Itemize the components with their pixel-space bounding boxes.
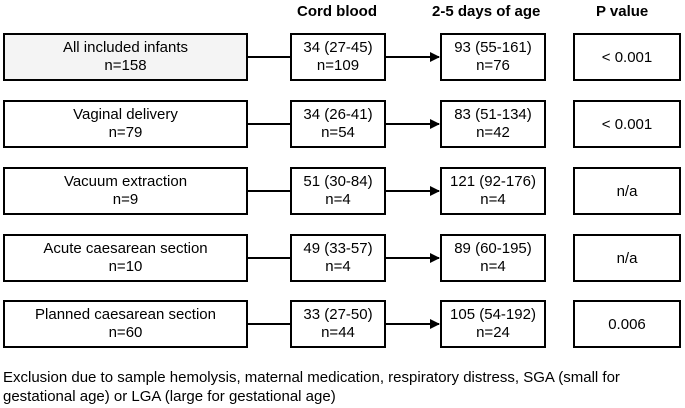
group-label: All included infants: [62, 39, 189, 56]
p-value-box: < 0.001: [573, 33, 681, 81]
cord-blood-box: 51 (30-84)n=4: [290, 167, 386, 215]
cord-blood-value: 49 (33-57): [303, 240, 373, 257]
p-value-box: 0.006: [573, 300, 681, 348]
group-label: Acute caesarean section: [43, 240, 208, 257]
group-count: n=9: [112, 191, 139, 208]
p-value-box: n/a: [573, 234, 681, 282]
days-of-age-box: 89 (60-195)n=4: [440, 234, 546, 282]
group-label: Planned caesarean section: [35, 306, 216, 323]
cord-blood-count: n=109: [316, 57, 360, 74]
group-count: n=60: [108, 324, 143, 341]
cord-blood-box: 34 (26-41)n=54: [290, 100, 386, 148]
days-of-age-box: 121 (92-176)n=4: [440, 167, 546, 215]
cord-blood-value: 51 (30-84): [303, 173, 373, 190]
p-value: n/a: [616, 249, 638, 267]
p-value-box: n/a: [573, 167, 681, 215]
cord-blood-value: 33 (27-50): [303, 306, 373, 323]
cord-blood-count: n=44: [321, 324, 355, 341]
group-count: n=158: [104, 57, 147, 74]
cord-blood-box: 33 (27-50)n=44: [290, 300, 386, 348]
days-of-age-count: n=24: [476, 324, 510, 341]
cord-blood-count: n=4: [325, 191, 351, 208]
group-label: Vaginal delivery: [73, 106, 178, 123]
days-of-age-value: 105 (54-192): [450, 306, 536, 323]
days-of-age-count: n=4: [480, 258, 506, 275]
cord-blood-value: 34 (26-41): [303, 106, 373, 123]
cord-blood-count: n=54: [321, 124, 355, 141]
cord-blood-value: 34 (27-45): [303, 39, 373, 56]
days-of-age-value: 89 (60-195): [454, 240, 532, 257]
header-days-of-age: 2-5 days of age: [432, 3, 541, 20]
group-label: Vacuum extraction: [63, 173, 188, 190]
header-p-value: P value: [596, 3, 649, 20]
days-of-age-count: n=76: [476, 57, 510, 74]
p-value: 0.006: [608, 315, 646, 333]
group-count: n=10: [108, 258, 143, 275]
header-cord-blood: Cord blood: [297, 3, 377, 20]
days-of-age-box: 83 (51-134)n=42: [440, 100, 546, 148]
days-of-age-box: 93 (55-161)n=76: [440, 33, 546, 81]
days-of-age-value: 121 (92-176): [450, 173, 536, 190]
days-of-age-count: n=42: [476, 124, 510, 141]
p-value-box: < 0.001: [573, 100, 681, 148]
p-value: < 0.001: [601, 115, 653, 133]
cord-blood-box: 34 (27-45)n=109: [290, 33, 386, 81]
days-of-age-count: n=4: [480, 191, 506, 208]
p-value: n/a: [616, 182, 638, 200]
days-of-age-value: 93 (55-161): [454, 39, 532, 56]
footnote: Exclusion due to sample hemolysis, mater…: [3, 369, 620, 405]
p-value: < 0.001: [601, 48, 653, 66]
cord-blood-count: n=4: [325, 258, 351, 275]
cord-blood-box: 49 (33-57)n=4: [290, 234, 386, 282]
days-of-age-value: 83 (51-134): [454, 106, 532, 123]
days-of-age-box: 105 (54-192)n=24: [440, 300, 546, 348]
group-count: n=79: [108, 124, 143, 141]
